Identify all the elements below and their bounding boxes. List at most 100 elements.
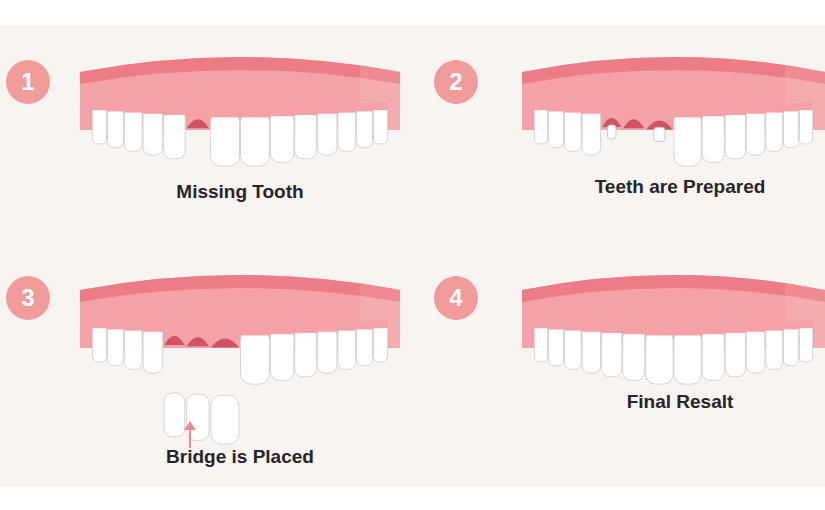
tooth <box>241 329 270 384</box>
tooth-top <box>702 108 725 116</box>
tooth <box>725 327 745 377</box>
tooth <box>295 327 316 377</box>
tooth <box>783 105 798 147</box>
tooth-top <box>645 327 673 335</box>
tooth-top <box>240 109 270 117</box>
tooth-top <box>124 105 143 113</box>
tooth-top <box>107 321 124 329</box>
tooth-top <box>622 326 645 334</box>
gum-top <box>80 275 400 302</box>
tooth <box>725 109 745 159</box>
tooth-top <box>582 324 601 332</box>
tooth-socket <box>164 336 184 345</box>
tooth-top <box>373 320 388 328</box>
tooth-top <box>674 109 702 117</box>
tooth-top <box>601 325 622 333</box>
upper-jaw <box>80 57 400 166</box>
tooth <box>317 326 337 373</box>
tooth <box>766 325 783 370</box>
tooth-top <box>92 102 107 110</box>
gum-top <box>80 57 400 84</box>
tooth <box>646 329 673 384</box>
tooth-top <box>317 106 338 114</box>
tooth <box>766 107 783 152</box>
tooth-top <box>92 320 107 328</box>
tooth-socket <box>187 337 209 346</box>
bridge-tooth <box>164 393 184 437</box>
tooth-top <box>373 102 388 110</box>
tooth-top <box>124 323 143 331</box>
prepared-stub <box>607 125 615 139</box>
tooth <box>582 108 600 155</box>
tooth-top <box>210 109 240 117</box>
step-caption: Missing Tooth <box>176 181 303 204</box>
step-caption: Teeth are Prepared <box>595 176 766 199</box>
tooth <box>143 108 163 155</box>
tooth <box>143 326 163 373</box>
tooth-top <box>564 105 582 113</box>
upper-jaw <box>522 275 825 384</box>
step-circle: 4 <box>434 276 478 320</box>
tooth <box>783 323 798 365</box>
step-number: 1 <box>21 70 34 94</box>
tooth-top <box>702 326 725 334</box>
tooth-top <box>356 103 373 111</box>
tooth <box>582 326 600 373</box>
tooth-top <box>294 107 316 115</box>
tooth <box>602 327 622 377</box>
tooth-top <box>725 107 746 115</box>
upper-jaw <box>522 57 825 166</box>
step-circle: 3 <box>6 276 50 320</box>
tooth-top <box>765 105 783 113</box>
tooth-top <box>163 107 185 115</box>
tooth-top <box>107 103 124 111</box>
tooth <box>270 110 293 162</box>
tooth <box>702 110 724 162</box>
step-circle: 1 <box>6 60 50 104</box>
tooth <box>746 108 764 155</box>
tooth-top <box>337 323 356 331</box>
tooth <box>338 107 356 152</box>
tooth-top <box>270 326 294 334</box>
tooth <box>107 323 123 365</box>
tooth-top <box>548 103 564 111</box>
tooth-socket <box>623 119 644 128</box>
step-number: 3 <box>21 286 34 310</box>
step-caption: Bridge is Placed <box>166 446 314 469</box>
tooth <box>295 109 316 159</box>
tooth <box>549 323 564 365</box>
step-number: 4 <box>449 286 462 310</box>
tooth <box>107 105 123 147</box>
prepared-stub <box>654 127 665 141</box>
tooth <box>241 111 270 166</box>
tooth-top <box>765 323 783 331</box>
tooth-top <box>746 324 765 332</box>
tooth-top <box>746 106 765 114</box>
step-circle: 2 <box>434 60 478 104</box>
tooth <box>565 325 582 370</box>
bridge-tooth <box>211 395 239 444</box>
tooth <box>211 111 240 166</box>
tooth <box>702 328 724 380</box>
jaw-illustrations <box>80 57 825 444</box>
tooth-top <box>783 321 799 329</box>
tooth-top <box>317 324 338 332</box>
upper-jaw <box>80 275 400 444</box>
tooth <box>317 108 337 155</box>
background-panel <box>0 25 825 487</box>
tooth-top <box>783 103 799 111</box>
tooth-top <box>356 321 373 329</box>
arrow-head <box>184 421 196 430</box>
tooth <box>623 328 645 380</box>
tooth-top <box>534 102 548 110</box>
tooth-top <box>674 327 702 335</box>
step-caption: Final Resalt <box>627 391 734 414</box>
tooth <box>565 107 582 152</box>
tooth <box>549 105 564 147</box>
tooth-top <box>143 106 164 114</box>
tooth-top <box>240 327 270 335</box>
pointer-arrow <box>189 428 191 448</box>
tooth <box>270 328 293 380</box>
